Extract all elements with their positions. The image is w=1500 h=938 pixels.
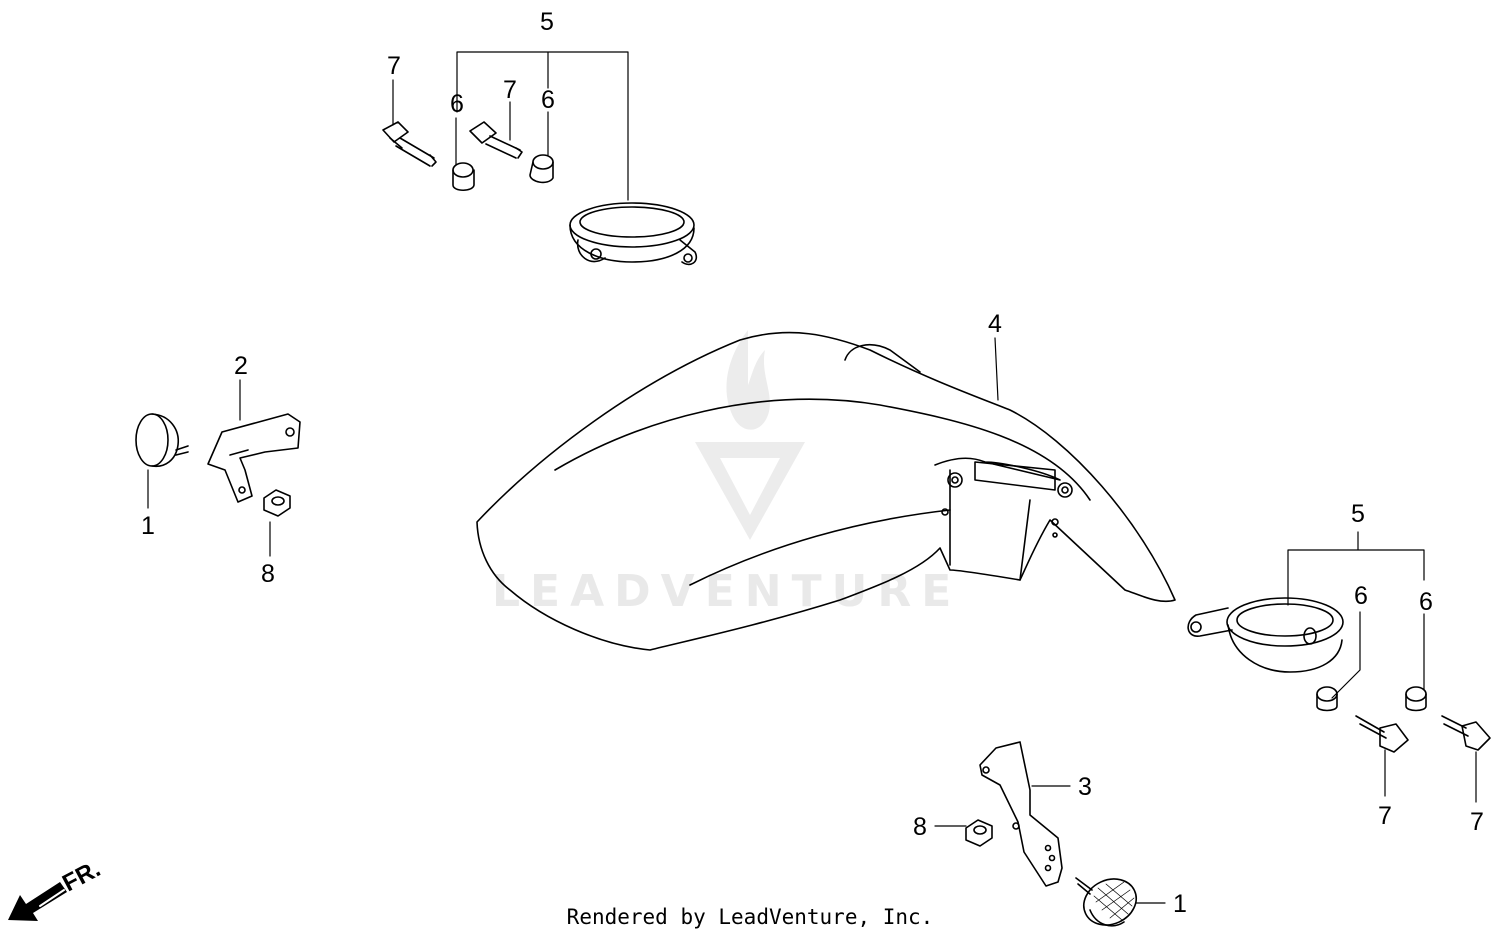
callout-7-top-left: 7 bbox=[387, 52, 401, 80]
callout-6-right-right: 6 bbox=[1419, 588, 1433, 616]
callout-1-left: 1 bbox=[141, 512, 155, 540]
right-fork-clamp bbox=[1187, 597, 1344, 673]
callout-5-top: 5 bbox=[540, 8, 554, 36]
callout-4: 4 bbox=[988, 310, 1002, 338]
callout-8-left: 8 bbox=[261, 560, 275, 588]
watermark-logo bbox=[695, 330, 805, 540]
callout-7-right-left: 7 bbox=[1378, 802, 1392, 830]
callout-5-right: 5 bbox=[1351, 500, 1365, 528]
right-collar-right bbox=[1405, 686, 1427, 712]
callout-8-bottom: 8 bbox=[913, 813, 927, 841]
right-bolt-left bbox=[1355, 715, 1409, 753]
right-bolt-right bbox=[1441, 715, 1491, 751]
callout-3: 3 bbox=[1078, 773, 1092, 801]
left-bracket bbox=[207, 413, 301, 503]
bottom-bracket bbox=[979, 741, 1063, 887]
callout-2: 2 bbox=[234, 352, 248, 380]
top-collar-left bbox=[452, 162, 475, 192]
render-credit: Rendered by LeadVenture, Inc. bbox=[566, 905, 934, 929]
left-nut bbox=[263, 489, 291, 517]
bottom-nut bbox=[965, 819, 993, 847]
callout-1-bottom: 1 bbox=[1173, 890, 1187, 918]
left-reflector bbox=[135, 413, 189, 468]
callout-7-right-right: 7 bbox=[1470, 808, 1484, 836]
top-collar-right bbox=[529, 154, 554, 184]
callout-6-right-left: 6 bbox=[1354, 582, 1368, 610]
callout-7-top-right: 7 bbox=[503, 76, 517, 104]
front-fender bbox=[476, 331, 1176, 651]
top-bolt-right bbox=[469, 121, 523, 159]
right-collar-left bbox=[1316, 686, 1338, 712]
front-direction-arrow bbox=[8, 882, 69, 921]
leader-lines bbox=[147, 51, 1477, 904]
callout-6-top-right: 6 bbox=[541, 86, 555, 114]
bottom-reflector bbox=[1075, 877, 1137, 927]
watermark-text: LEADVENTURE bbox=[492, 566, 961, 617]
top-bolt-left bbox=[382, 121, 437, 167]
callout-6-top-left: 6 bbox=[450, 90, 464, 118]
top-fork-clamp bbox=[569, 202, 698, 266]
